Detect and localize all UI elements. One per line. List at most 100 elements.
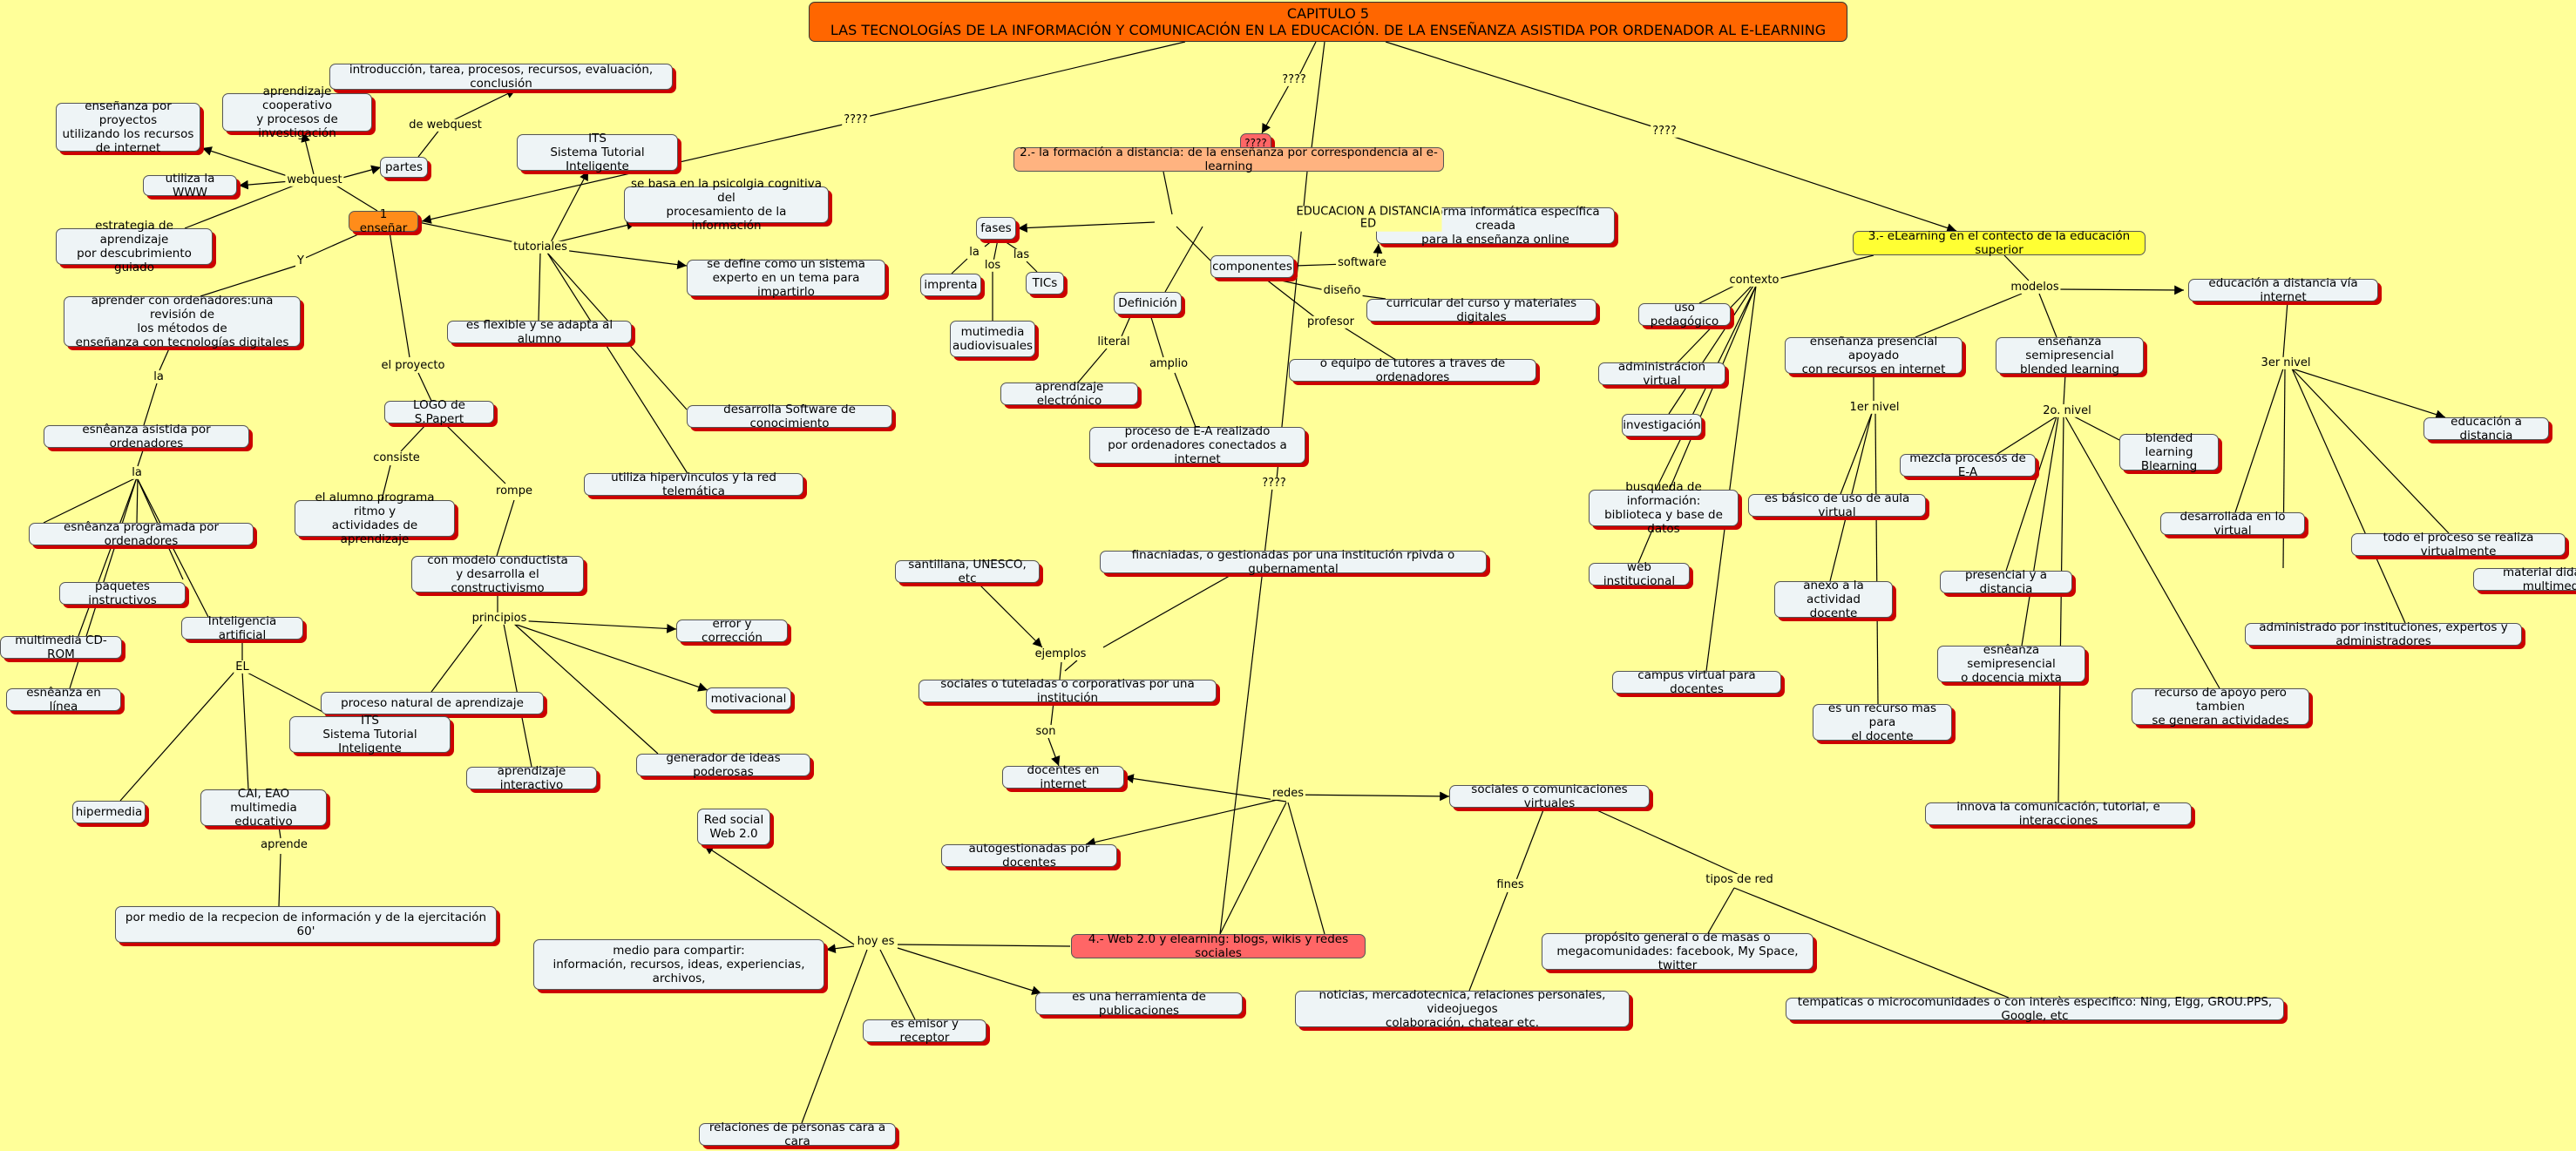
motivational-node[interactable]: motivacional	[706, 687, 791, 710]
cai-node[interactable]: CAI, EAO multimedia educativo	[200, 787, 327, 829]
presence-distance-node[interactable]: presencial y a distancia	[1940, 568, 2072, 596]
connector-line	[513, 623, 659, 755]
connector-line	[993, 239, 999, 262]
share-medium-node[interactable]: medio para compartir: información, recur…	[533, 939, 824, 990]
pedagogical-use-node[interactable]: uso pedagógico	[1638, 301, 1731, 328]
link-label-q3: ????	[1651, 124, 1678, 139]
natural-process-node[interactable]: proceso natural de aprendizaje	[321, 692, 544, 714]
connector-line	[1590, 807, 1740, 876]
connector-line	[1047, 737, 1061, 767]
connector-line	[1050, 701, 1054, 726]
basic-use-node[interactable]: es básico de uso de aula virtual	[1748, 491, 1926, 519]
flexible-node[interactable]: es flexible y se adapta al alumno	[447, 318, 632, 346]
info-search-node[interactable]: busqueda de información: biblioteca y ba…	[1589, 480, 1739, 536]
parts-node[interactable]: partes	[380, 157, 428, 178]
sender-receiver-node[interactable]: es emisor y receptor	[863, 1017, 986, 1045]
extra-resource-node[interactable]: es un recurso mas para el docente	[1813, 701, 1952, 743]
internet-distance-node[interactable]: educación a distancia vía internet	[2188, 276, 2378, 304]
blended-node[interactable]: enseñanza semipresencial blended learnin…	[1996, 335, 2144, 376]
publishing-tool-node[interactable]: es una herramienta de publicaciones	[1035, 990, 1243, 1018]
supervised-node[interactable]: sociales o tuteladas o corporativas por …	[919, 677, 1217, 705]
self-managed-node[interactable]: autogestionadas por docentes	[941, 842, 1117, 870]
virtual-developed-node[interactable]: desarrollada en lo virtual	[2160, 510, 2305, 538]
connector-line	[1915, 293, 2023, 338]
electronic-learning-node[interactable]: aprendizaje electrónico	[1000, 380, 1138, 408]
cognitive-psych-node[interactable]: se basa en la psicolgia cognitiva del pr…	[624, 177, 829, 233]
components-node[interactable]: componentes	[1210, 255, 1294, 278]
tics-node[interactable]: TICs	[1026, 272, 1064, 295]
social-network-node[interactable]: Red social Web 2.0	[697, 809, 770, 845]
connector-line	[136, 477, 210, 620]
mixed-processes-node[interactable]: mezcla procesos de E-A	[1900, 451, 2036, 479]
programmed-teaching-node[interactable]: esnêanza programada por ordenadores	[29, 520, 254, 548]
link-label-la2: la	[130, 465, 144, 480]
expert-system-node[interactable]: se define como un sistema experto en un …	[687, 257, 885, 299]
ai-node[interactable]: Inteligencia artificial	[181, 614, 303, 642]
connector-line	[1874, 412, 1879, 705]
error-node[interactable]: error y corrección	[676, 617, 788, 645]
connector-line	[825, 944, 855, 954]
innovation-node[interactable]: innova la comunicación, tutorial, e inte…	[1925, 800, 2192, 828]
santillana-node[interactable]: santillana, UNESCO, etc	[895, 558, 1040, 586]
virtual-admin-node[interactable]: administracion virtual	[1598, 360, 1725, 388]
assisted-teaching-node[interactable]: esnêanza asistida por ordenadores	[44, 423, 249, 450]
online-teaching-node[interactable]: esnêanza en línea	[6, 686, 121, 714]
blearning-node[interactable]: blended learning Blearning	[2119, 431, 2219, 473]
campus-node[interactable]: campus virtual para docentes	[1612, 668, 1781, 696]
purpose-node[interactable]: propósito general o de masas o megacomun…	[1542, 931, 1813, 972]
financed-node[interactable]: finacniadas, o gestionadas por una insti…	[1100, 548, 1487, 576]
elearning-higher-ed-node[interactable]: 3.- eLearning en el contecto de la educa…	[1853, 229, 2146, 257]
didactic-multimedia-material-node-real[interactable]: material didáctico multimedia	[2473, 565, 2576, 593]
connector-line	[1468, 891, 1508, 992]
knowledge-software-node[interactable]: desarrolla Software de conocimiento	[687, 403, 892, 430]
distance-ed-node[interactable]: educación a distancia	[2423, 415, 2549, 443]
research-node[interactable]: investigación	[1622, 414, 1702, 437]
institutional-web-node[interactable]: web institucional	[1589, 560, 1690, 588]
cdrom-node[interactable]: multimedia CD-ROM	[0, 633, 122, 661]
cooperative-learning-node[interactable]: aprendizaje cooperativo y procesos de in…	[222, 85, 372, 140]
mixed-teaching-node[interactable]: esnêanza semipresencial o docencia mixta	[1937, 643, 2085, 685]
distance-training-node[interactable]: 2.- la formación a distancia: de la ense…	[1013, 146, 1444, 173]
face-relations-node[interactable]: relaciones de personas cara a cara	[699, 1121, 896, 1148]
connector-line	[1777, 254, 1874, 280]
title-node[interactable]: CAPITULO 5 LAS TECNOLOGÍAS DE LA INFORMA…	[809, 2, 1847, 42]
behaviorist-node[interactable]: con modelo conductista y desarrolla el c…	[411, 553, 584, 595]
teachers-internet-node[interactable]: docentes en internet	[1002, 763, 1124, 791]
audiovisual-node[interactable]: mutimedia audiovisuales	[950, 321, 1035, 357]
student-programs-node[interactable]: el alumno programa ritmo y actividades d…	[295, 491, 455, 546]
link-label-son: son	[1034, 724, 1058, 739]
thematic-node[interactable]: tempaticas o microcomunidades o con inte…	[1786, 995, 2284, 1023]
packages-node[interactable]: paquetes instructivos	[59, 579, 186, 607]
interactive-learning-node[interactable]: aprendizaje interactivo	[466, 764, 597, 792]
face-to-face-node[interactable]: enseñanza presencial apoyado con recurso…	[1785, 335, 1963, 376]
annex-node[interactable]: anexo a la actividad docente	[1774, 579, 1893, 620]
support-resource-node[interactable]: recurso de apoyo pero tambien se generan…	[2132, 686, 2309, 728]
definition-node[interactable]: Definición	[1114, 292, 1182, 315]
press-node[interactable]: imprenta	[920, 274, 981, 296]
strategy-node[interactable]: estrategia de aprendizaje por descubrimi…	[56, 219, 213, 274]
connector-line	[200, 265, 297, 297]
hyperlinks-node[interactable]: utiliza hipervinculos y la red telemátic…	[584, 471, 803, 498]
ea-process-node[interactable]: proceso de E-A realizado por ordenadores…	[1089, 424, 1305, 466]
all-virtual-node[interactable]: todo el proceso se realiza virtualmente	[2351, 531, 2566, 559]
logo-node[interactable]: LOGO de S.Papert	[384, 398, 494, 426]
web20-node[interactable]: 4.- Web 2.0 y elearning: blogs, wikis y …	[1071, 932, 1366, 960]
project-teaching-node[interactable]: enseñanza por proyectos utilizando los r…	[56, 99, 200, 155]
news-node[interactable]: noticias, mercadotecnica, relaciones per…	[1295, 988, 1630, 1030]
administered-node[interactable]: administrado por instituciones, expertos…	[2245, 620, 2522, 648]
virtual-communications-node[interactable]: sociales o comunicaciones virtuales	[1449, 782, 1650, 810]
hypermedia-node[interactable]: hipermedia	[72, 801, 146, 823]
reception-node[interactable]: por medio de la recpecion de información…	[115, 906, 497, 943]
its-bottom-node[interactable]: ITS Sistema Tutorial Inteligente	[289, 714, 451, 755]
phases-node[interactable]: fases	[976, 217, 1016, 240]
computer-learning-node[interactable]: aprender con ordenadores:una revisión de…	[64, 294, 301, 349]
tutors-node[interactable]: o equipo de tutores a traves de ordenado…	[1289, 356, 1536, 384]
its-top-node[interactable]: ITS Sistema Tutorial Inteligente	[517, 132, 678, 173]
connector-line	[879, 949, 916, 1020]
curricular-node[interactable]: curricular del curso y materiales digita…	[1366, 296, 1596, 324]
idea-generator-node[interactable]: generador de ideas poderosas	[636, 751, 810, 779]
webquest-parts-node[interactable]: introducción, tarea, procesos, recursos,…	[329, 63, 673, 91]
teach-node[interactable]: 1 enseñar	[349, 207, 418, 235]
link-label-consiste: consiste	[371, 450, 422, 465]
www-node[interactable]: utiliza la WWW	[143, 172, 237, 200]
